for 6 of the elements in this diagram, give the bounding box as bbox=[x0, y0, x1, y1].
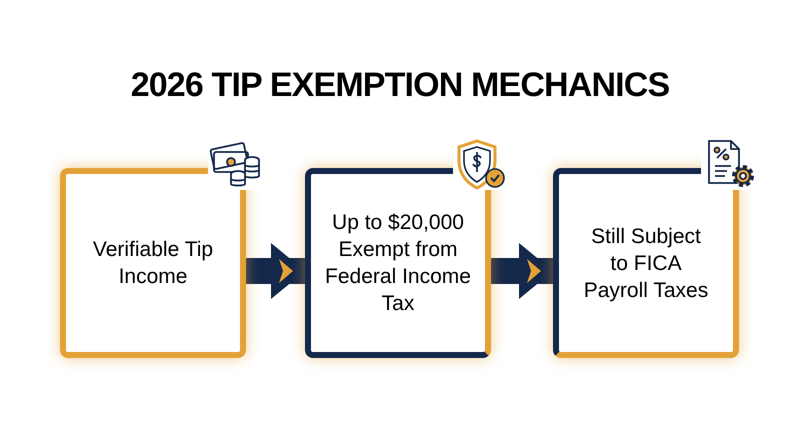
step-text: Still Subject to FICA Payroll Taxes bbox=[582, 224, 710, 304]
step-text: Up to $20,000 Exempt from Federal Income Tax bbox=[324, 210, 472, 317]
step-text: Verifiable Tip Income bbox=[92, 237, 214, 290]
arrow bbox=[246, 243, 305, 299]
title: 2026 TIP EXEMPTION MECHANICS bbox=[130, 65, 670, 106]
arrow bbox=[491, 243, 553, 299]
